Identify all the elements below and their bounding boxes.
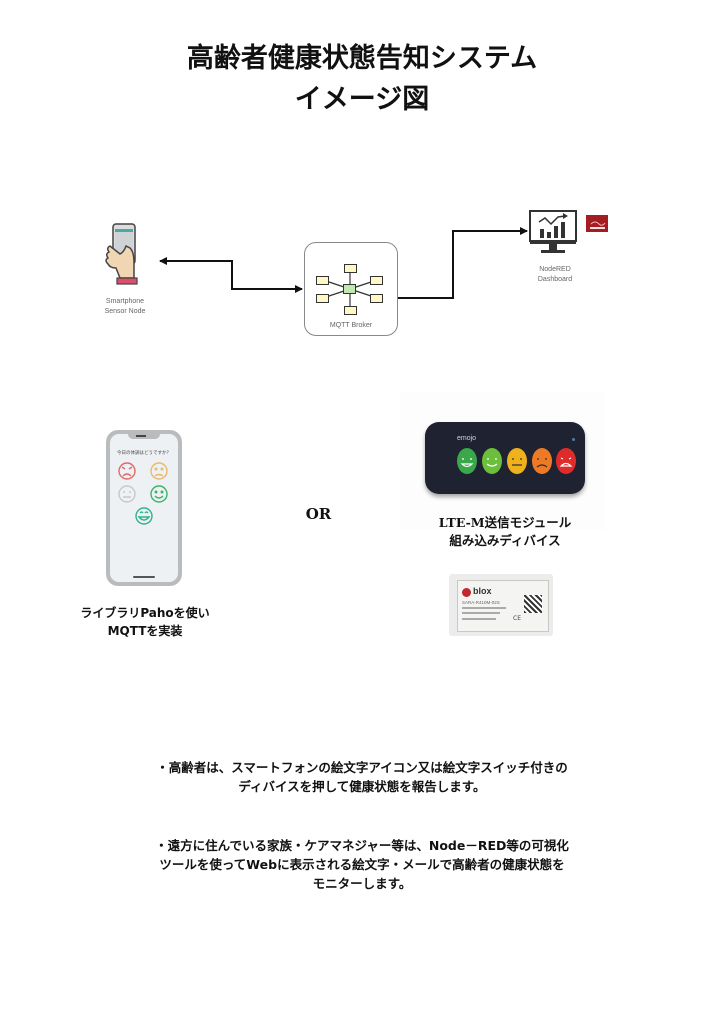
face-sad-icon [150, 462, 168, 480]
face-angry-icon [118, 462, 136, 480]
smartphone-label-line1: Smartphone [105, 298, 145, 305]
note-1-line-2: ディバイスを押して健康状態を報告します。 [238, 779, 486, 794]
face-smile-icon [150, 485, 168, 503]
device-caption-line1: LTE-M送信モジュール [438, 515, 572, 530]
mqtt-broker-node: MQTT Broker [304, 242, 398, 336]
module-model: SARA-R410M-02S [462, 600, 500, 605]
edge-broker-smartphone [162, 260, 303, 293]
page-title: 高齢者健康状態告知システム [186, 43, 538, 74]
or-separator: OR [305, 505, 332, 523]
smartphone-node-label: Smartphone Sensor Node [90, 297, 160, 317]
phone-home-bar [133, 576, 155, 578]
device-caption: LTE-M送信モジュール 組み込みディバイス [420, 514, 590, 550]
app-question-text: 今日の体調はどうですか？ [117, 451, 171, 456]
note-2-line-2: ツールを使ってWebに表示される絵文字・メールで高齢者の健康状態を [159, 857, 565, 872]
note-1-line-1: ・高齢者は、スマートフォンの絵文字アイコン又は絵文字スイッチ付きの [156, 760, 568, 775]
angry-button [556, 448, 576, 474]
note-2-line-3: モニターします。 [312, 876, 412, 891]
neutral-button [507, 448, 527, 474]
smile-button [482, 448, 502, 474]
grin-button [457, 448, 477, 474]
ce-mark: CE [513, 615, 521, 622]
broker-label: MQTT Broker [329, 322, 373, 329]
lte-module-photo: blox SARA-R410M-02S CE [449, 574, 553, 636]
hand-holding-smartphone-icon [103, 222, 145, 286]
edge-dashboard-broker [390, 227, 528, 299]
ublox-logo-icon [462, 588, 471, 597]
dashboard-label-line1: NodeRED [539, 266, 571, 273]
note-2: ・遠方に住んでいる家族・ケアマネジャー等は、Node－RED等の可視化 ツールを… [0, 836, 724, 893]
phone-caption-line2: MQTTを実装 [107, 624, 183, 638]
module-label: blox SARA-R410M-02S CE [457, 580, 549, 632]
button-faces [460, 457, 573, 468]
phone-app-mockup: 今日の体調はどうですか？ [106, 430, 182, 586]
face-grin-icon [135, 507, 153, 525]
qr-code-icon [524, 595, 542, 613]
phone-app-caption: ライブラリPahoを使い MQTTを実装 [65, 604, 225, 640]
face-neutral-icon [118, 485, 136, 503]
device-caption-line2: 組み込みディバイス [449, 533, 561, 548]
monitor-chart-icon [529, 210, 579, 256]
note-2-line-1: ・遠方に住んでいる家族・ケアマネジャー等は、Node－RED等の可視化 [155, 838, 569, 853]
sad-button [532, 448, 552, 474]
device-brand: emojo [457, 435, 477, 442]
connector-lines [159, 227, 528, 302]
module-brand: blox [473, 586, 492, 596]
emoji-switch-device: emojo [425, 422, 585, 494]
dashboard-label-line2: Dashboard [537, 276, 573, 283]
note-1: ・高齢者は、スマートフォンの絵文字アイコン又は絵文字スイッチ付きの ディバイスを… [0, 758, 724, 796]
node-red-logo [586, 215, 608, 232]
smartphone-label-line2: Sensor Node [104, 308, 146, 315]
dashboard-label: NodeRED Dashboard [527, 265, 583, 285]
phone-notch [128, 434, 160, 439]
page-subtitle: イメージ図 [294, 84, 430, 115]
phone-caption-line1: ライブラリPahoを使い [80, 606, 210, 620]
